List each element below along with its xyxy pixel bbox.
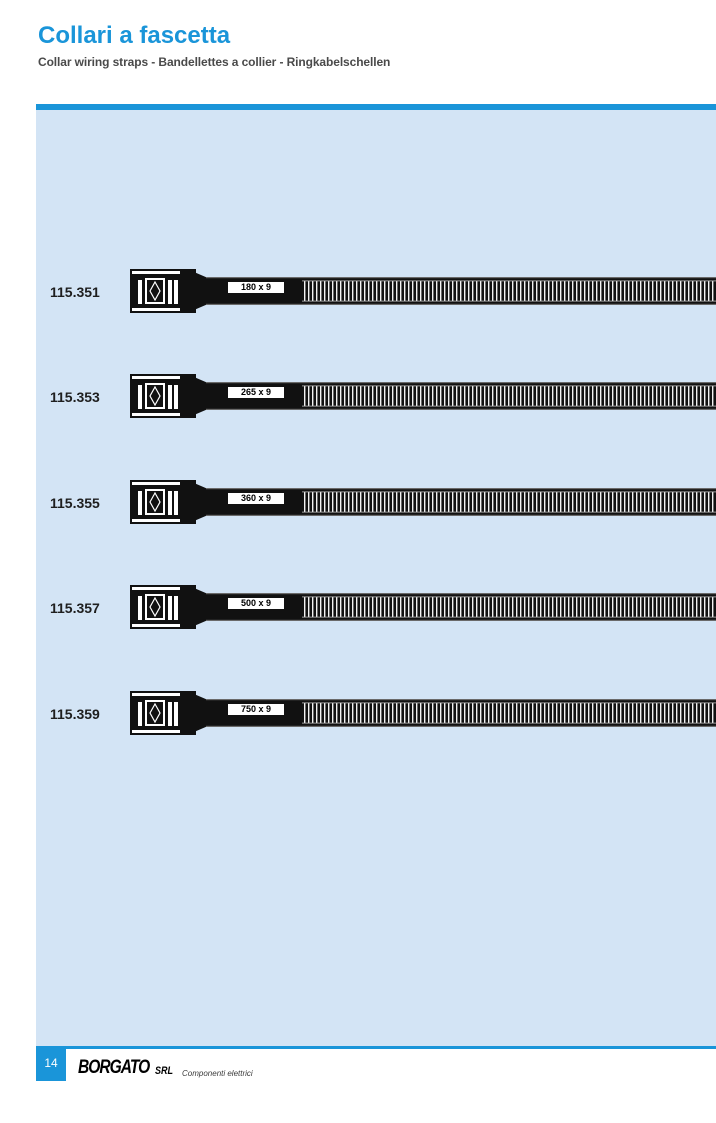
product-panel (36, 104, 716, 1048)
product-size-label: 180 x 9 (228, 282, 284, 293)
product-code: 115.359 (50, 706, 100, 722)
page-title: Collari a fascetta (38, 22, 231, 49)
cable-tie-image: 500 x 9 (128, 584, 716, 630)
panel-top-rule (36, 104, 716, 110)
panel-bottom-rule (36, 1046, 716, 1049)
cable-tie-image: 265 x 9 (128, 373, 716, 419)
product-row: 115.357 500 x 9 (0, 584, 716, 630)
brand-tagline: Componenti elettrici (182, 1069, 253, 1078)
brand-logo: BORGATO (78, 1057, 150, 1078)
product-size-label: 500 x 9 (228, 598, 284, 609)
product-row: 115.353 265 x 9 (0, 373, 716, 419)
cable-tie-image: 180 x 9 (128, 268, 716, 314)
brand-logo-suffix: SRL (155, 1065, 174, 1077)
product-code: 115.357 (50, 600, 100, 616)
product-code: 115.355 (50, 495, 100, 511)
page-number: 14 (36, 1049, 66, 1081)
product-size-label: 360 x 9 (228, 493, 284, 504)
page-subtitle: Collar wiring straps - Bandellettes a co… (38, 55, 391, 69)
product-row: 115.355 360 x 9 (0, 479, 716, 525)
product-size-label: 750 x 9 (228, 704, 284, 715)
cable-tie-image: 750 x 9 (128, 690, 716, 736)
cable-tie-image: 360 x 9 (128, 479, 716, 525)
product-size-label: 265 x 9 (228, 387, 284, 398)
product-row: 115.359 750 x 9 (0, 690, 716, 736)
product-code: 115.353 (50, 389, 100, 405)
product-row: 115.351 180 x 9 (0, 268, 716, 314)
product-code: 115.351 (50, 284, 100, 300)
